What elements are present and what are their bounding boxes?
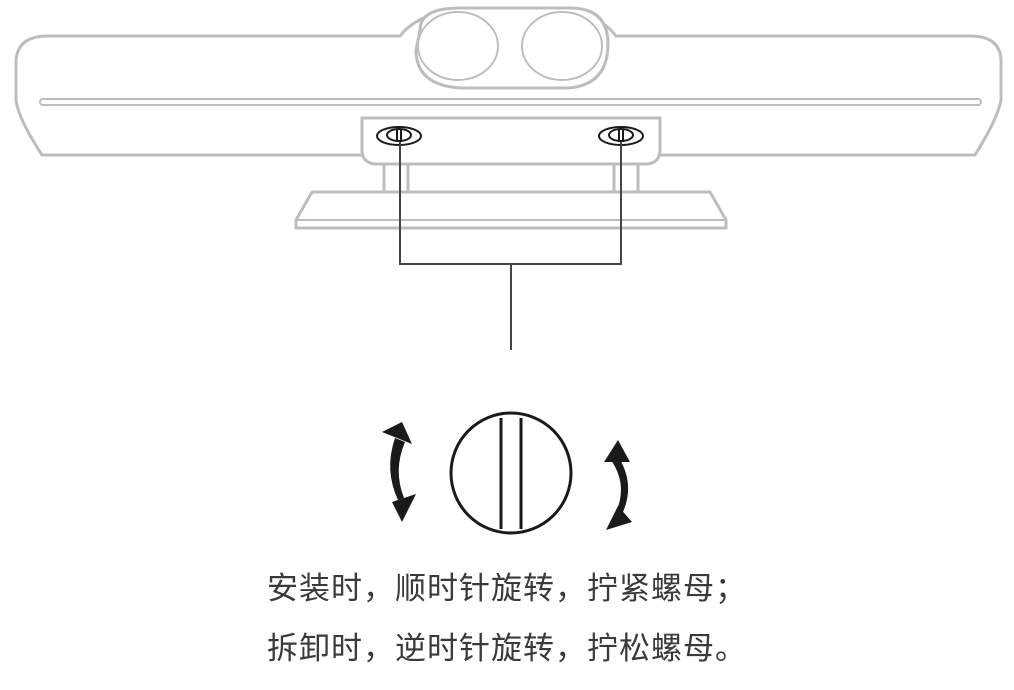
bracket-stem-left xyxy=(382,162,410,194)
bracket-base-plate xyxy=(294,190,728,230)
bracket-plate xyxy=(360,116,662,166)
mounting-bracket xyxy=(294,116,728,230)
counterclockwise-arrow-icon xyxy=(382,422,416,522)
install-instruction: 安装时，顺时针旋转，拧紧螺母； xyxy=(267,571,747,607)
bracket-screw-right xyxy=(598,126,644,146)
bracket-stem-right xyxy=(612,162,640,194)
clockwise-arrow-icon xyxy=(604,440,632,530)
remove-instruction: 拆卸时，逆时针旋转，拧松螺母。 xyxy=(267,631,747,667)
leader-lines xyxy=(399,142,622,350)
slotted-screw-icon xyxy=(449,411,573,535)
camera-bar xyxy=(14,6,1003,157)
right-lens xyxy=(521,11,603,81)
camera-bar-light-strip xyxy=(39,98,982,106)
left-lens xyxy=(417,11,499,81)
